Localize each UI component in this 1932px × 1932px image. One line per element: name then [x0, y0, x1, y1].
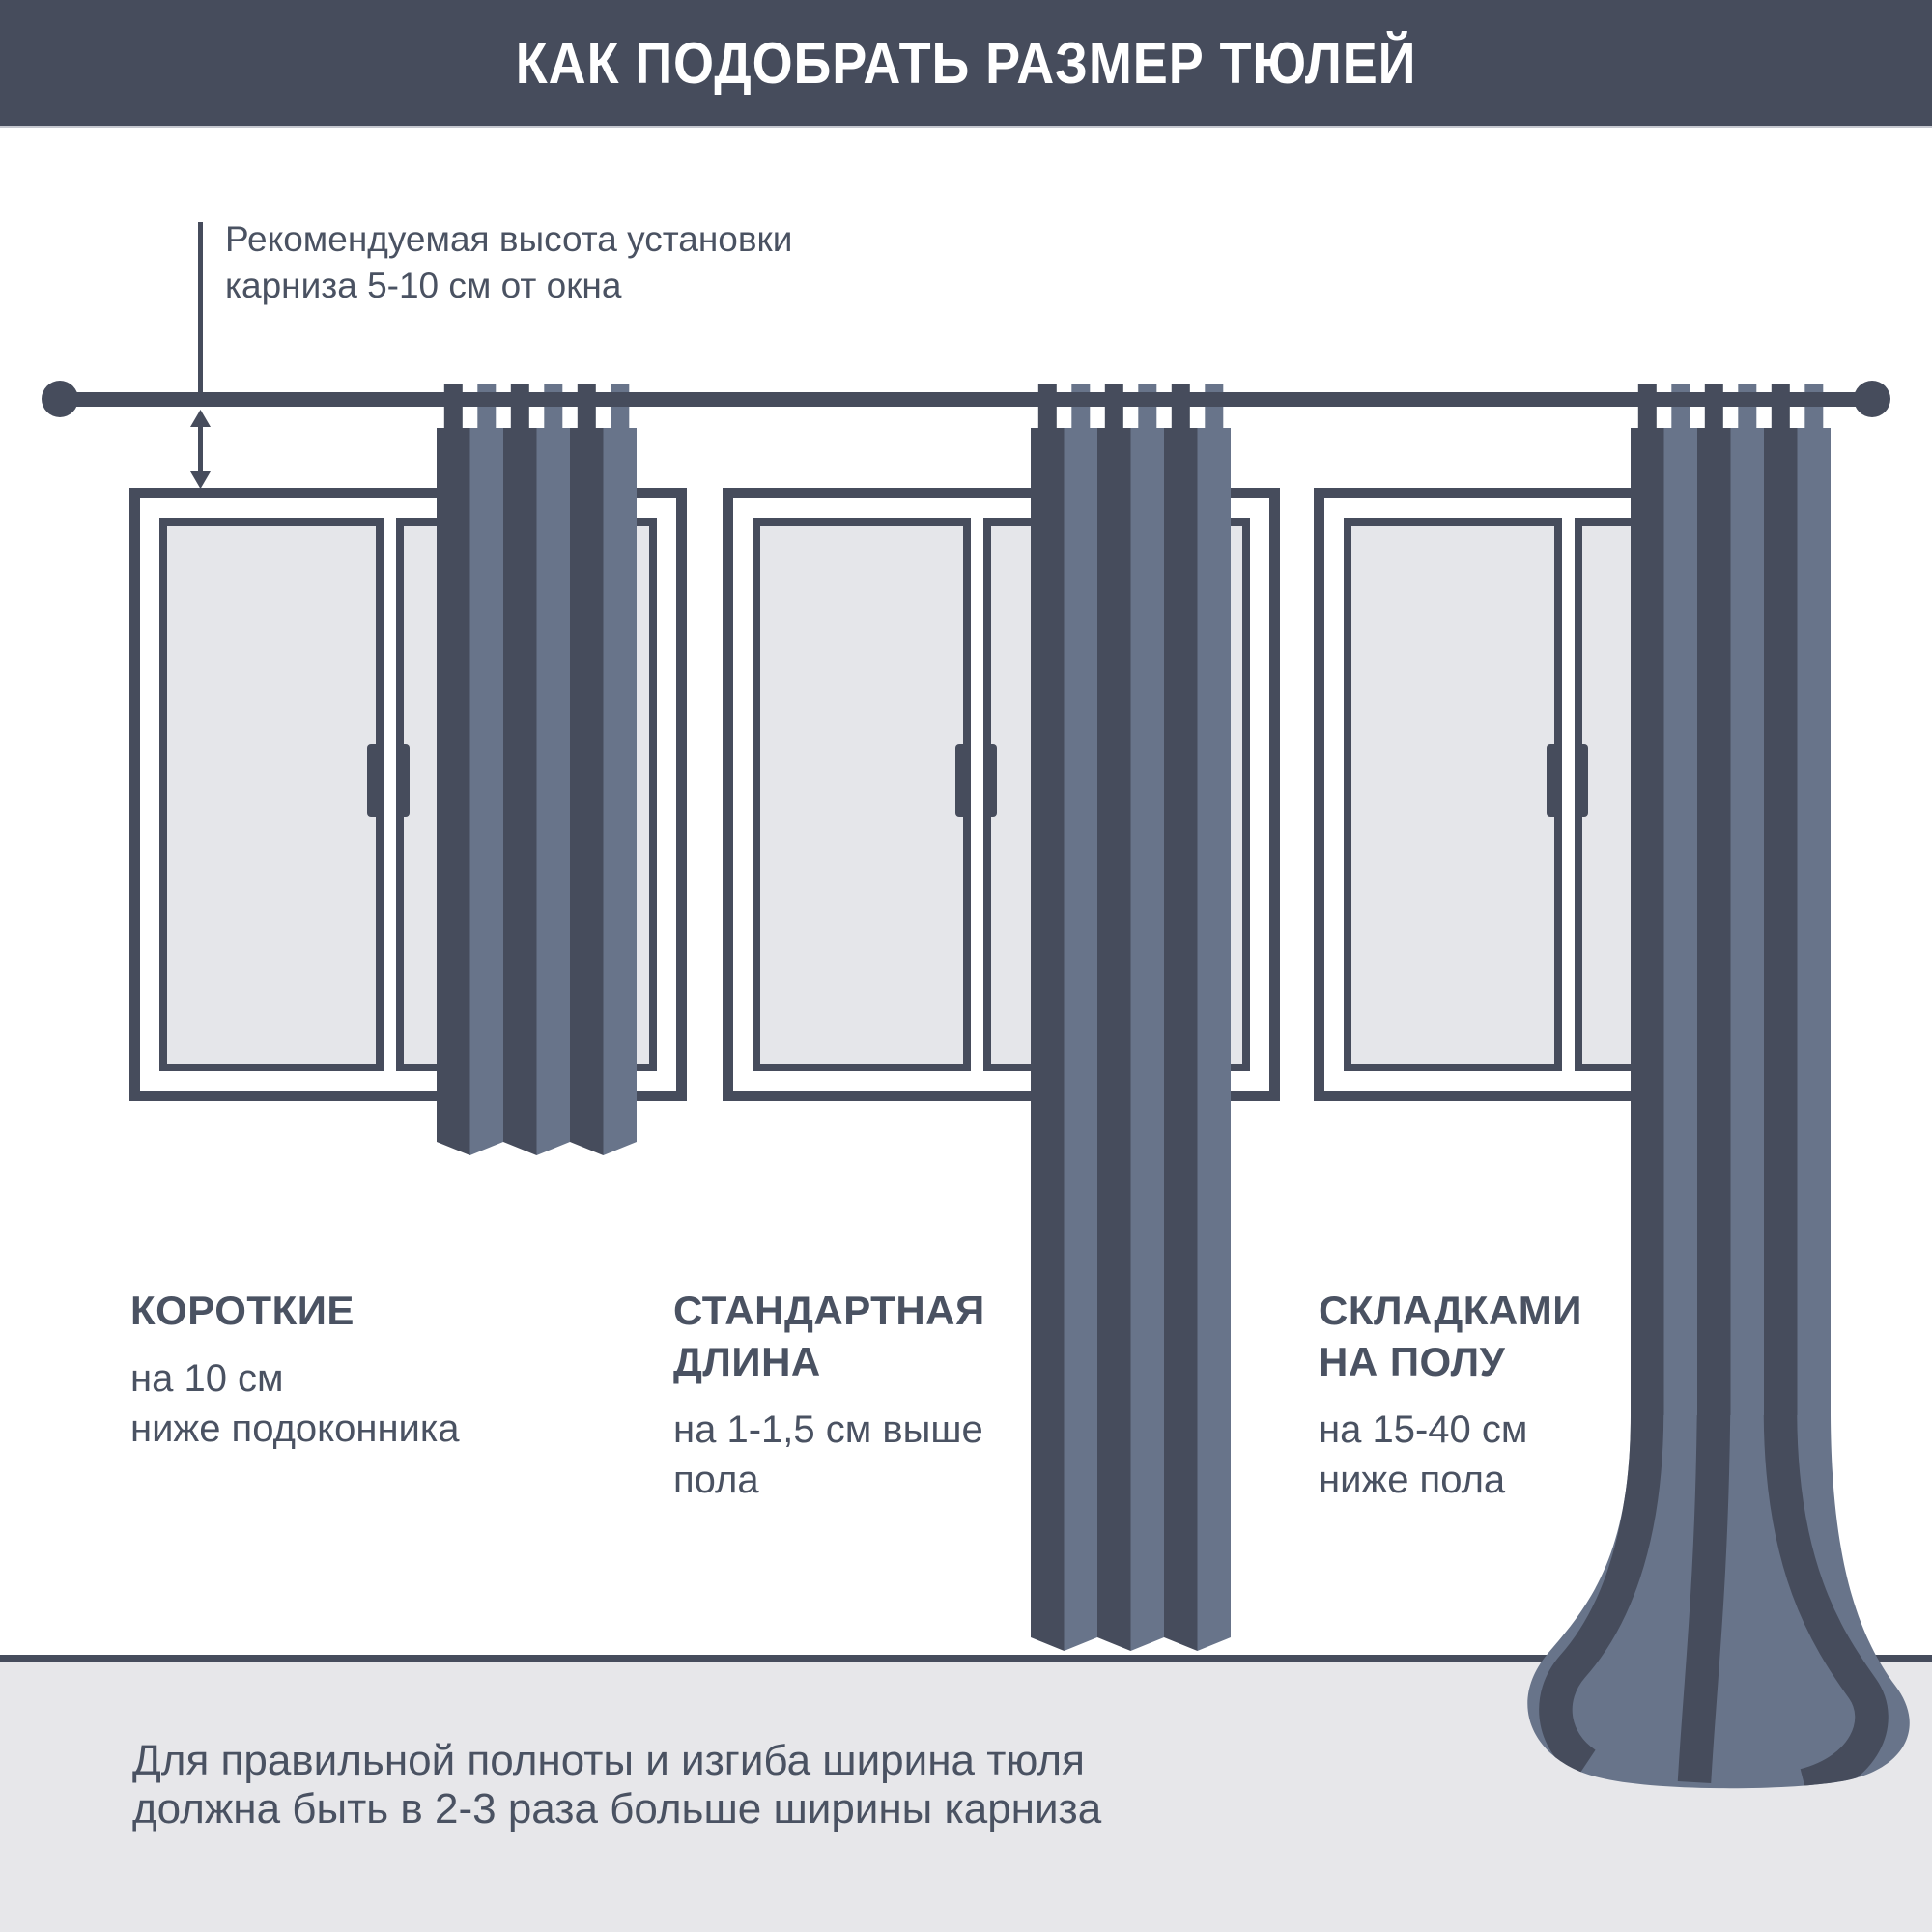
label-short-desc: на 10 см ниже подоконника [130, 1357, 460, 1450]
curtain-short [437, 384, 637, 1155]
curtain-folds [1527, 384, 1910, 1789]
label-short: КОРОТКИЕ на 10 см ниже подоконника [130, 1267, 652, 1471]
curtain-rod [42, 381, 1890, 417]
rod-end-left [42, 381, 78, 417]
window-3-handle-right [1575, 744, 1588, 817]
window-3-handle-left [1547, 744, 1560, 817]
rod-end-right [1854, 381, 1890, 417]
page-title: КАК ПОДОБРАТЬ РАЗМЕР ТЮЛЕЙ [515, 30, 1417, 96]
window-1-handle-left [367, 744, 381, 817]
label-standard-title: СТАНДАРТНАЯ ДЛИНА [673, 1288, 985, 1384]
window-2-handle-right [983, 744, 997, 817]
rod-height-annotation: Рекомендуемая высота установки карниза 5… [225, 219, 793, 305]
label-folds: СКЛАДКАМИ НА ПОЛУ на 15-40 см ниже пола [1319, 1267, 1840, 1522]
label-standard-desc: на 1-1,5 см выше пола [673, 1408, 983, 1501]
label-standard: СТАНДАРТНАЯ ДЛИНА на 1-1,5 см выше пола [673, 1267, 1195, 1522]
window-2-handle-left [955, 744, 969, 817]
annotation-leader-line [198, 222, 203, 394]
header: КАК ПОДОБРАТЬ РАЗМЕР ТЮЛЕЙ [0, 0, 1932, 128]
gap-arrow [190, 410, 211, 489]
curtain-folds-drape-bands [1539, 1415, 1889, 1789]
width-rule-note: Для правильной полноты и изгиба ширина т… [132, 1737, 1102, 1833]
window-1-handle-right [396, 744, 410, 817]
label-short-title: КОРОТКИЕ [130, 1288, 355, 1333]
floor-line [0, 1655, 1932, 1662]
label-folds-desc: на 15-40 см ниже пола [1319, 1408, 1528, 1501]
label-folds-title: СКЛАДКАМИ НА ПОЛУ [1319, 1288, 1582, 1384]
